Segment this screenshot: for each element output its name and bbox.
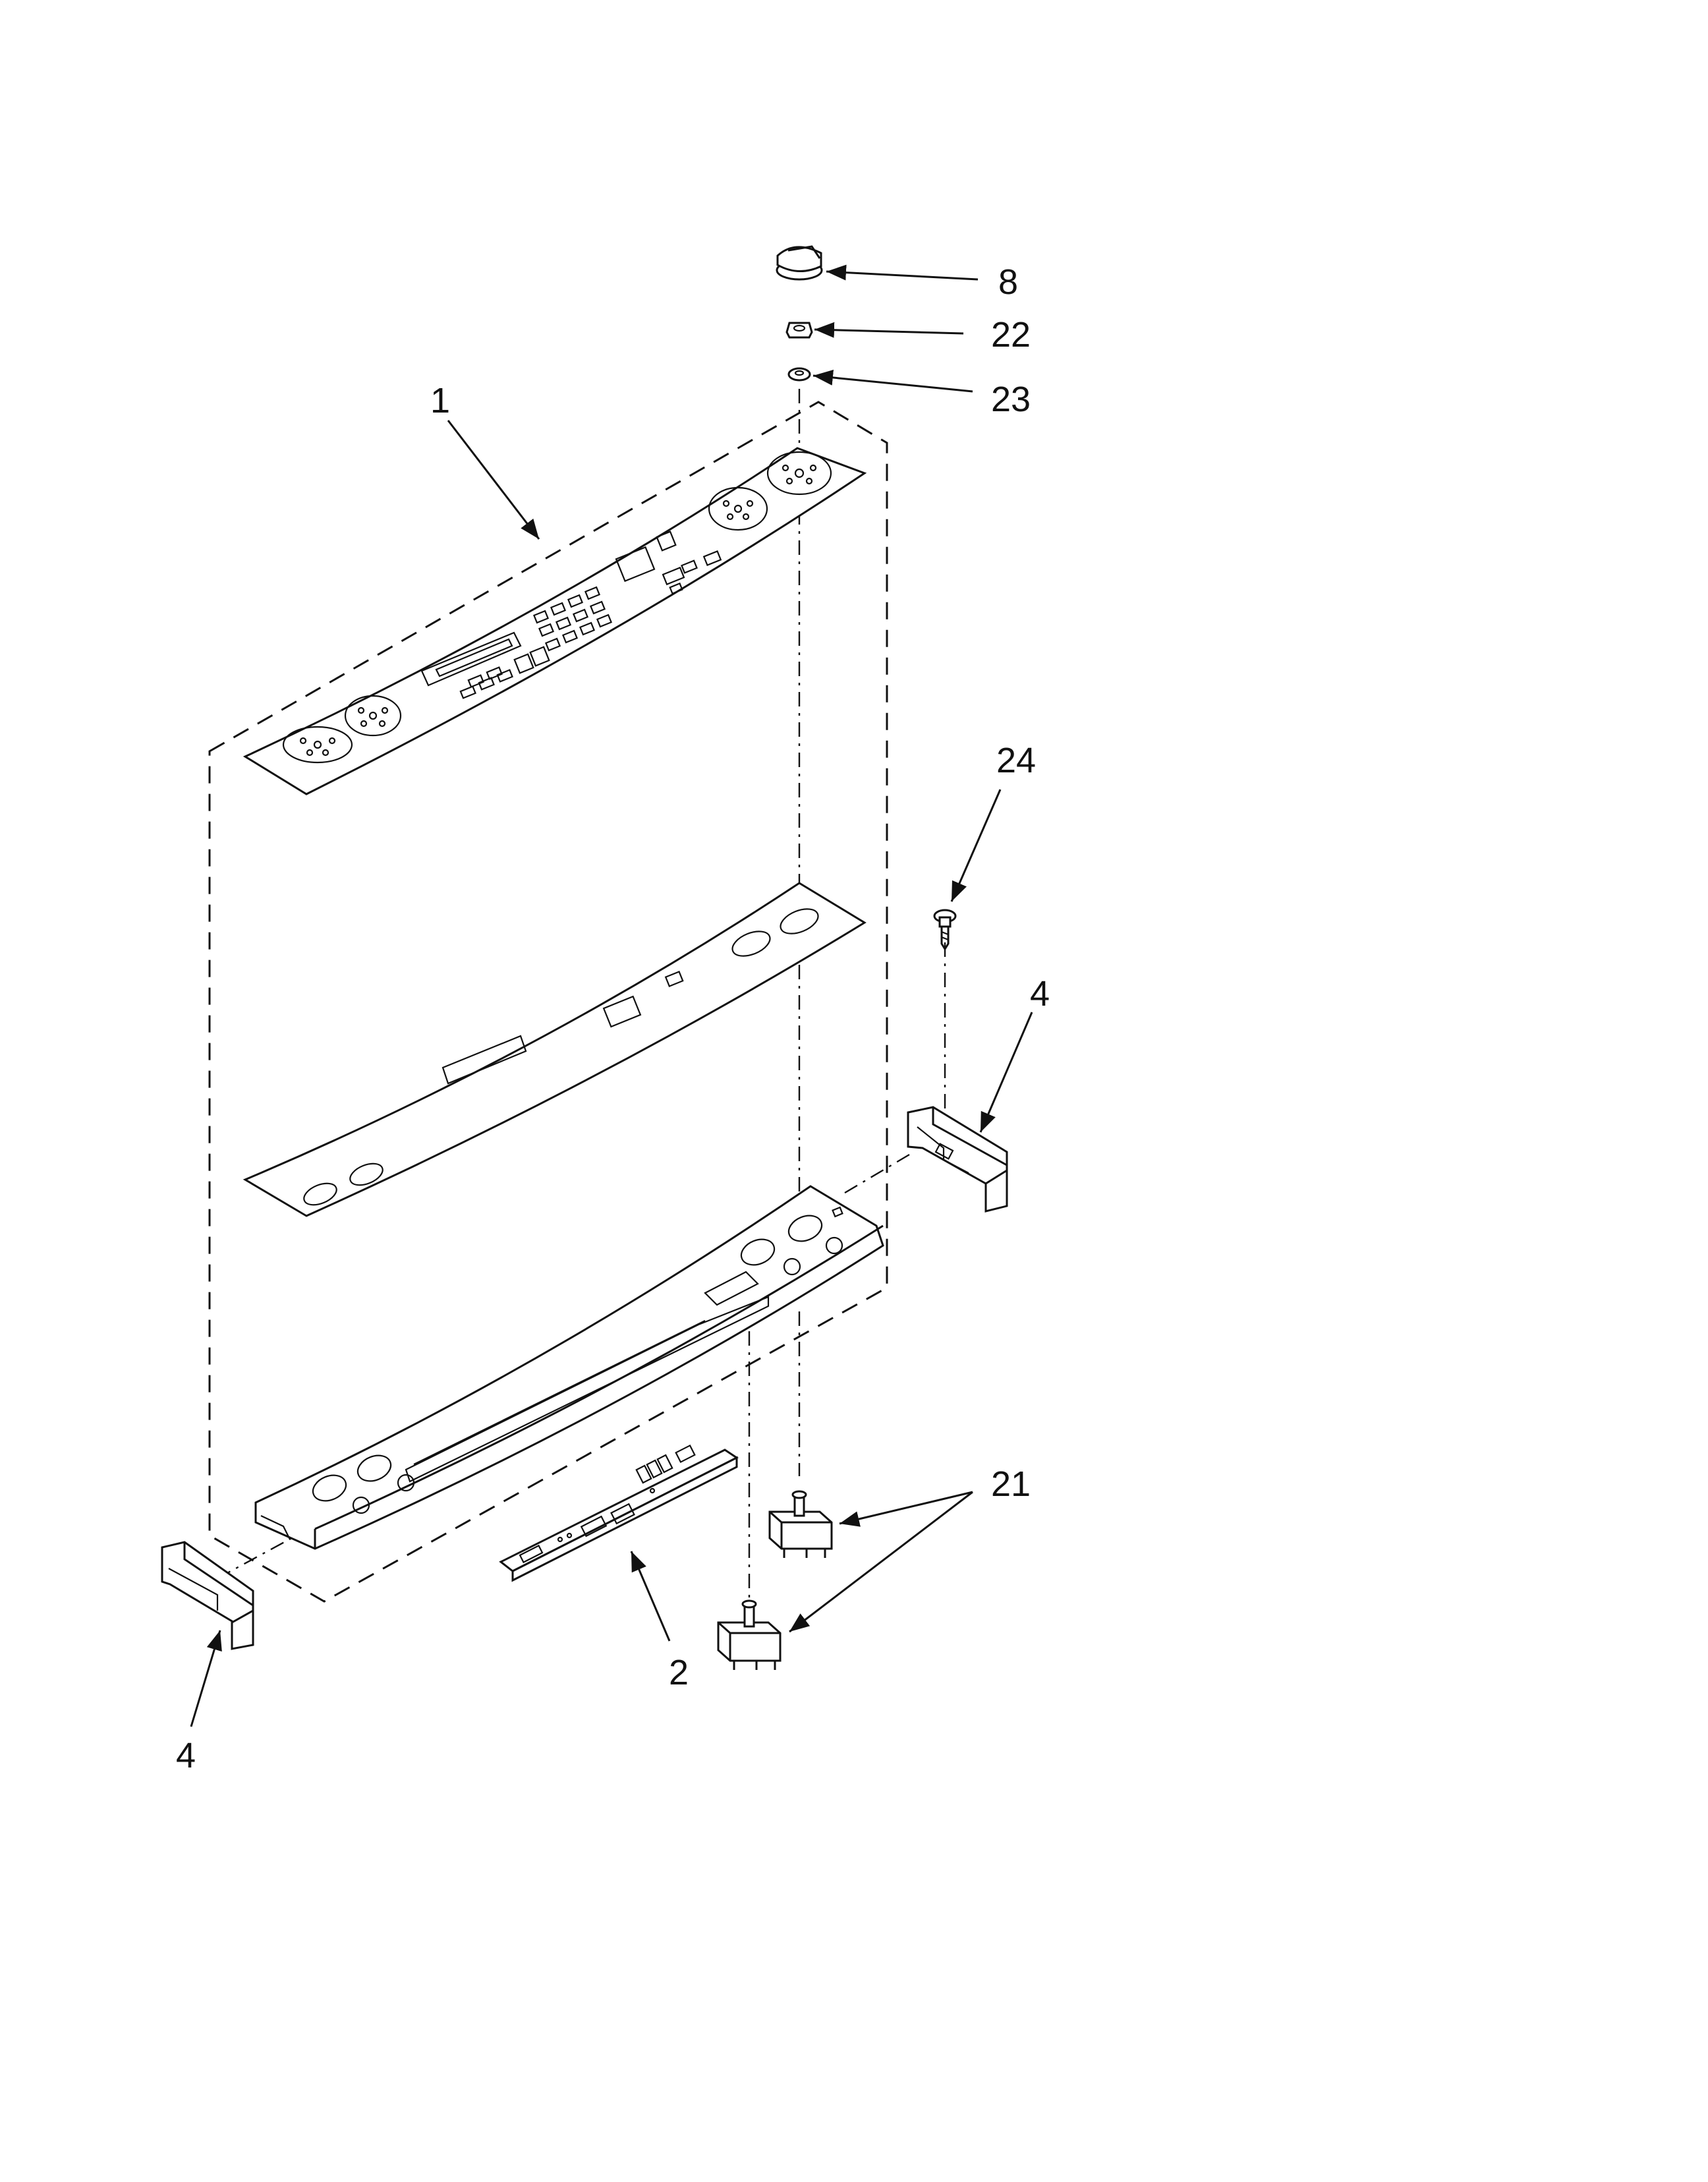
control-panel-housing [254,1185,884,1550]
rotary-switch-lower-part-21 [717,1599,782,1670]
overlay-panel-part-1 [242,447,867,795]
leader-21-lower [789,1491,973,1633]
callout-2: 2 [669,1653,689,1692]
callout-8: 8 [998,262,1018,302]
control-board-part-2 [499,1444,739,1582]
leader-8 [826,264,979,281]
leader-4-left [190,1630,222,1727]
callout-24: 24 [996,741,1036,780]
assembly-outline [208,401,888,1603]
leader-1 [447,420,540,540]
leader-2 [630,1551,671,1642]
callout-23: 23 [991,380,1031,419]
leader-4-right [979,1012,1033,1133]
backer-sheet [242,882,867,1217]
end-cap-left-part-4 [161,1541,254,1650]
rotary-switch-upper-part-21 [768,1490,833,1558]
screw-part-24 [933,909,957,951]
endcap-right-axis-line [844,1153,910,1194]
leader-23 [812,370,973,393]
callout-22: 22 [991,315,1031,355]
washer-part-23 [787,367,811,382]
knob-part-8 [776,245,823,281]
end-cap-right-part-4 [907,1106,1008,1213]
callout-4-left: 4 [176,1736,196,1775]
nut-part-22 [785,322,813,339]
leader-24 [950,789,1002,902]
leader-22 [814,322,964,338]
callout-1: 1 [430,381,450,420]
endcap-left-axis-line [217,1534,297,1580]
callout-4-right: 4 [1030,974,1050,1014]
callout-21: 21 [991,1464,1031,1504]
leader-21-upper [839,1491,973,1527]
